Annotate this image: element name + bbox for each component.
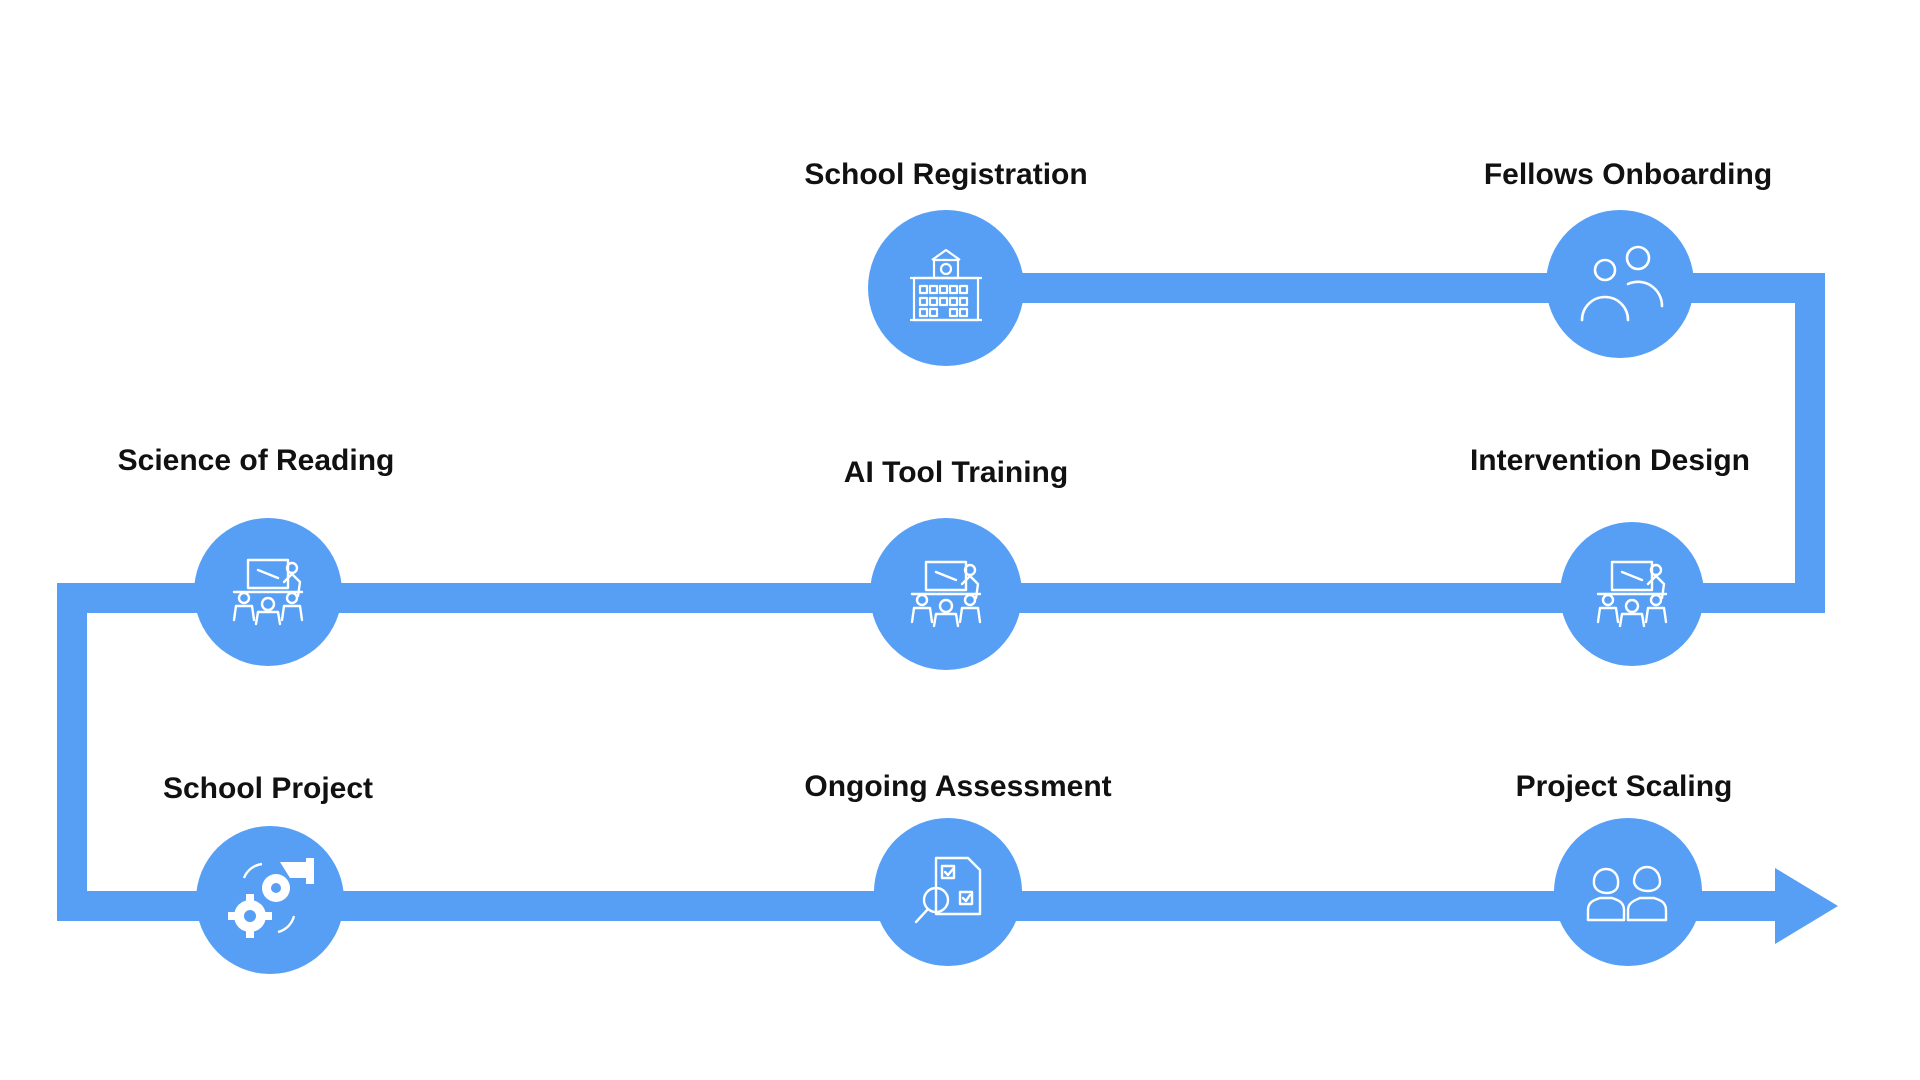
step-label-science-of-reading: Science of Reading [117,444,395,477]
step-node-ai-tool-training [870,518,1022,670]
people-icon [1580,245,1664,322]
step-node-intervention-design [1560,522,1704,666]
step-label-project-scaling: Project Scaling [1515,770,1733,803]
step-node-fellows-onboarding [1546,210,1694,358]
school-building-icon [910,248,982,322]
flow-arrowhead [1775,868,1838,944]
step-node-science-of-reading [194,518,342,666]
step-node-project-scaling [1554,818,1702,966]
step-label-fellows-onboarding: Fellows Onboarding [1483,158,1773,191]
step-node-school-project [196,826,344,974]
step-label-intervention-design: Intervention Design [1469,444,1751,477]
step-label-ai-tool-training: AI Tool Training [843,456,1069,489]
step-label-ongoing-assessment: Ongoing Assessment [804,770,1112,803]
step-node-ongoing-assessment [874,818,1022,966]
gears-hand-icon [228,858,314,938]
step-label-school-project: School Project [162,772,374,805]
assessment-search-icon [914,856,982,924]
team-members-icon [1586,865,1668,922]
step-label-school-registration: School Registration [804,158,1088,191]
step-node-school-registration [868,210,1024,366]
